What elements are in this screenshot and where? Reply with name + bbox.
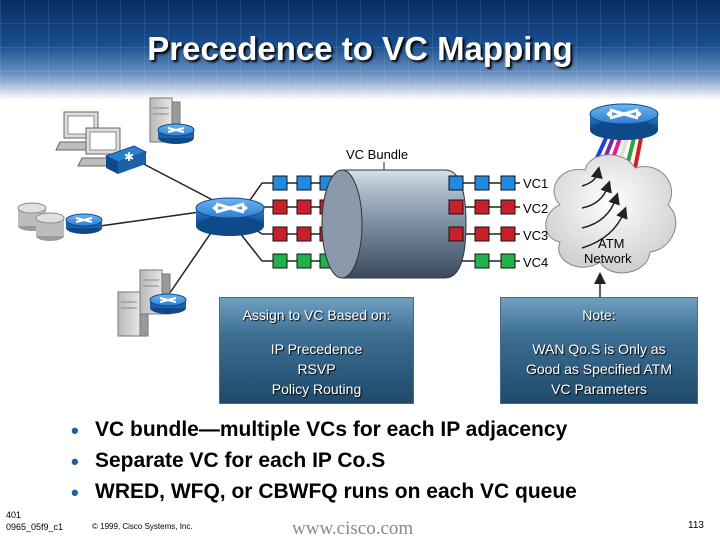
footer-copyright: © 1999, Cisco Systems, Inc. — [92, 522, 193, 531]
queue-cell — [474, 253, 490, 269]
network-label: Network — [584, 251, 632, 266]
queue-cell — [296, 199, 312, 215]
assign-vc-heading: Assign to VC Based on: — [242, 307, 391, 323]
assign-vc-box: Assign to VC Based on: IP Precedence RSV… — [219, 297, 414, 404]
queue-cell — [448, 199, 464, 215]
assign-line-1: IP Precedence — [270, 341, 363, 357]
note-line-2: Good as Specified ATM — [525, 361, 673, 377]
router-icon — [195, 197, 265, 236]
vc-bundle-tube — [321, 169, 467, 279]
switch-icon: ✱ — [104, 145, 148, 174]
queue-cell — [448, 226, 464, 242]
bullet-text: VC bundle—multiple VCs for each IP adjac… — [95, 418, 568, 441]
note-box: Note: WAN Qo.S is Only as Good as Specif… — [500, 297, 698, 404]
queue-cell — [500, 175, 516, 191]
queue-cell — [272, 253, 288, 269]
atm-cloud-icon — [545, 154, 677, 274]
vc4-label: VC4 — [523, 255, 549, 270]
router-icon — [65, 213, 103, 234]
queue-cell — [500, 226, 516, 242]
note-line-3: VC Parameters — [551, 381, 647, 397]
queue-cells-visible — [448, 175, 516, 269]
workstation-icon — [77, 127, 129, 167]
queue-cell — [474, 199, 490, 215]
bullet-item: •WRED, WFQ, or CBWFQ runs on each VC que… — [71, 480, 577, 505]
title-band — [0, 0, 720, 100]
queue-cell — [448, 175, 464, 191]
atm-label: ATM — [598, 236, 625, 251]
note-line-1: WAN Qo.S is Only as — [532, 341, 666, 357]
bullet-text: WRED, WFQ, or CBWFQ runs on each VC queu… — [95, 480, 577, 503]
footer-code-1: 401 — [6, 510, 22, 520]
vc3-label: VC3 — [523, 228, 549, 243]
router-icon — [149, 293, 187, 314]
slide-title: Precedence to VC Mapping — [147, 30, 573, 67]
svg-text:✱: ✱ — [124, 150, 134, 164]
queue-cell — [272, 199, 288, 215]
vc2-label: VC2 — [523, 201, 549, 216]
title-grid-texture — [0, 0, 720, 100]
queue-cell — [500, 199, 516, 215]
queue-cell — [500, 253, 516, 269]
bullet-item: •VC bundle—multiple VCs for each IP adja… — [71, 418, 568, 443]
router-icon — [589, 103, 659, 140]
bullet-item: •Separate VC for each IP Co.S — [71, 449, 386, 474]
footer-code-2: 0965_05f9_c1 — [6, 522, 64, 532]
queue-cell — [296, 226, 312, 242]
bullet-text: Separate VC for each IP Co.S — [95, 449, 386, 472]
assign-line-3: Policy Routing — [271, 381, 362, 397]
footer-website: www.cisco.com — [292, 518, 414, 539]
vc-path-arrows — [581, 166, 628, 249]
queue-cell — [296, 253, 312, 269]
bullet-list: •VC bundle—multiple VCs for each IP adja… — [71, 418, 577, 511]
note-heading: Note: — [582, 307, 616, 323]
router-icon — [157, 123, 195, 144]
queue-cell — [474, 175, 490, 191]
queue-cell — [272, 175, 288, 191]
vc-bundle-label: VC Bundle — [346, 147, 409, 162]
queue-cell — [272, 226, 288, 242]
page-number: 113 — [688, 520, 704, 531]
queue-cell — [474, 226, 490, 242]
queue-cell — [296, 175, 312, 191]
database-icon — [35, 212, 65, 241]
assign-line-2: RSVP — [297, 361, 336, 377]
vc1-label: VC1 — [523, 176, 549, 191]
